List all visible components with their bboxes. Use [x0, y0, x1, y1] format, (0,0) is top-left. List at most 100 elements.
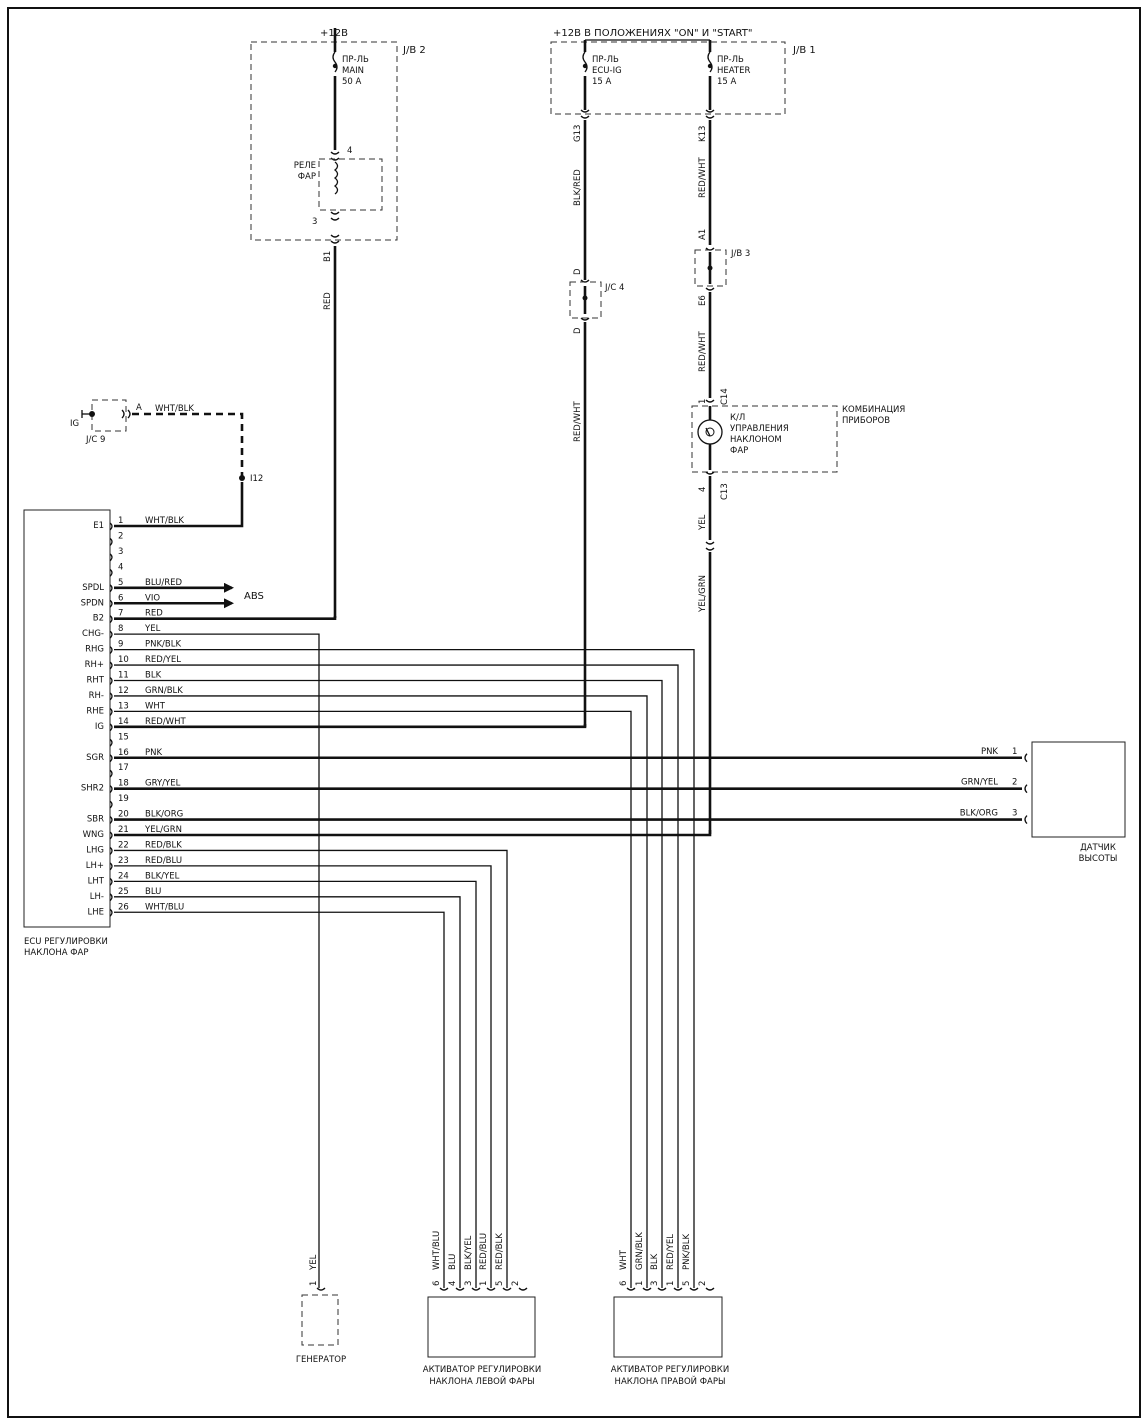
ecu-wire-route — [114, 724, 587, 729]
ecu-wire-label: BLU/RED — [145, 578, 183, 588]
conn-c14-label: C14 — [720, 388, 730, 405]
actuator-wire-label: RED/BLK — [495, 1233, 505, 1270]
ecu-wire-route — [114, 710, 632, 1288]
sensor-pin-terminal — [1024, 753, 1028, 763]
sensor-pin-number: 3 — [1012, 809, 1017, 819]
cluster-label-line2: ПРИБОРОВ — [842, 416, 890, 426]
ecu-pin-number: 14 — [118, 717, 129, 727]
ecu-pin-terminal — [109, 893, 113, 902]
ecu-pin-number: 3 — [118, 547, 123, 557]
generator-wire-label: YEL — [309, 1254, 319, 1271]
actuator-pin-terminal — [486, 1287, 496, 1291]
sensor-wire-label: GRN/YEL — [961, 778, 998, 788]
ecu-pin-number: 1 — [118, 516, 123, 526]
height-sensor-box — [1031, 741, 1126, 838]
ecu-pin-number: 10 — [118, 655, 129, 665]
ecu-pin-number: 11 — [118, 671, 129, 681]
ecu-pin-name: LHE — [88, 907, 105, 917]
jb1-box — [550, 41, 786, 115]
ecu-pin-name: LH- — [90, 892, 104, 902]
ecu-pin-name: SBR — [87, 815, 104, 825]
ecu-pin-name: RH+ — [85, 660, 104, 670]
conn-g13-label: G13 — [573, 125, 583, 142]
actuator-pin-number: 4 — [448, 1281, 458, 1286]
ecu-pin-name: RHT — [87, 676, 105, 686]
wire-red-label: RED — [323, 292, 333, 310]
relay-pin-bottom: 3 — [312, 217, 317, 227]
ecu-pin-terminal — [109, 676, 113, 685]
ecu-pin-terminal — [109, 522, 113, 531]
actuator-wire-label: BLK/YEL — [464, 1235, 474, 1270]
ecu-pin-name: LH+ — [86, 861, 104, 871]
conn-c14-pin: 1 — [698, 399, 708, 404]
jb2-block: +12В J/B 2 ПР-ЛЬ MAIN 50 A 4 РЕЛЕ ФАР 3 … — [250, 28, 426, 618]
actuator-wire-label: WHT — [619, 1249, 629, 1270]
ecu-wire-label: PNK/BLK — [145, 640, 181, 650]
fuse-heater-line1: ПР-ЛЬ — [717, 55, 744, 65]
ecu-pin-terminal — [109, 615, 113, 624]
actuator-wire-label: BLU — [448, 1254, 458, 1270]
ecu-wire-label: YEL/GRN — [144, 825, 182, 835]
fuse-main — [332, 51, 338, 73]
heater-circuit: RED/WHT A1 J/B 3 E6 RED/WHT C14 1 КОМБИН… — [691, 120, 905, 834]
ecu-pin-terminal — [109, 630, 113, 639]
actuator-pin-terminal — [705, 1287, 715, 1291]
ecu-pin-number: 4 — [118, 562, 123, 572]
actuator-pin-terminal — [502, 1287, 512, 1291]
sensor-wire-label: PNK — [981, 747, 998, 757]
jb1-block: +12В В ПОЛОЖЕНИЯХ "ON" И "START" J/B 1 П… — [550, 28, 816, 142]
leveling-switch-icon — [697, 419, 723, 445]
relay-label-line2: ФАР — [298, 172, 316, 182]
conn-d-bot-label: D — [573, 327, 583, 334]
ecu-pin-name: IG — [95, 722, 104, 732]
ecu-pin-number: 9 — [118, 640, 123, 650]
ecu-pin-name: E1 — [93, 521, 104, 531]
ecu-pin-number: 16 — [118, 748, 129, 758]
actuator-pin-number: 5 — [495, 1281, 505, 1286]
sensor-pin-terminal — [1024, 815, 1028, 825]
ecu-pin-number: 15 — [118, 732, 129, 742]
fuse-ecuig-line3: 15 A — [592, 77, 612, 87]
jc9-label: J/C 9 — [85, 435, 105, 445]
actuator-pin-number: 5 — [682, 1281, 692, 1286]
actuator-pin-terminal — [439, 1287, 449, 1291]
conn-e6-label: E6 — [698, 295, 708, 306]
fuse-main-line2: MAIN — [342, 66, 364, 76]
ecu-pin-number: 13 — [118, 701, 129, 711]
actuator-pin-terminal — [657, 1287, 667, 1291]
ecu-wire-label: PNK — [145, 748, 162, 758]
switch-label-line3: НАКЛОНОМ — [730, 435, 782, 445]
actuator-pin-number: 6 — [619, 1281, 629, 1286]
fuse-ecuig-line2: ECU-IG — [592, 66, 622, 76]
ecu-pin-terminal — [109, 646, 113, 655]
wire-yel-grn-label: YEL/GRN — [698, 575, 708, 613]
ecu-pin-terminal — [109, 769, 113, 778]
actuator-wire-label: WHT/BLU — [432, 1231, 442, 1270]
actuator-pin-number: 1 — [479, 1281, 489, 1286]
cluster-box — [691, 405, 838, 473]
generator-pin: 1 — [309, 1281, 319, 1286]
ecu-wire-label: WHT — [145, 701, 166, 711]
sensor-pin-number: 2 — [1012, 778, 1017, 788]
actuator-pin-number: 1 — [635, 1281, 645, 1286]
ecu-pin-name: SGR — [86, 753, 104, 763]
ecu-pin-terminal — [109, 707, 113, 716]
ecu-pin-terminal — [109, 599, 113, 608]
actuator-pin-terminal — [673, 1287, 683, 1291]
jb1-label: J/B 1 — [792, 45, 816, 56]
actuator-pin-number: 3 — [464, 1281, 474, 1286]
ecu-pin-name: SPDL — [82, 583, 104, 593]
ecu-pin-number: 24 — [118, 871, 129, 881]
actuator-pin-terminal — [518, 1287, 528, 1291]
jb1-supply-label: +12В В ПОЛОЖЕНИЯХ "ON" И "START" — [553, 28, 752, 39]
ecu-pin-name: LHT — [88, 876, 105, 886]
ecu-wire-route — [114, 695, 648, 1288]
conn-b1-label: B1 — [323, 251, 333, 262]
ecu-pin-number: 17 — [118, 763, 129, 773]
ecu-pin-number: 6 — [118, 593, 123, 603]
ecu-wire-label: GRY/YEL — [145, 779, 181, 789]
diagram-frame — [7, 7, 1141, 1418]
